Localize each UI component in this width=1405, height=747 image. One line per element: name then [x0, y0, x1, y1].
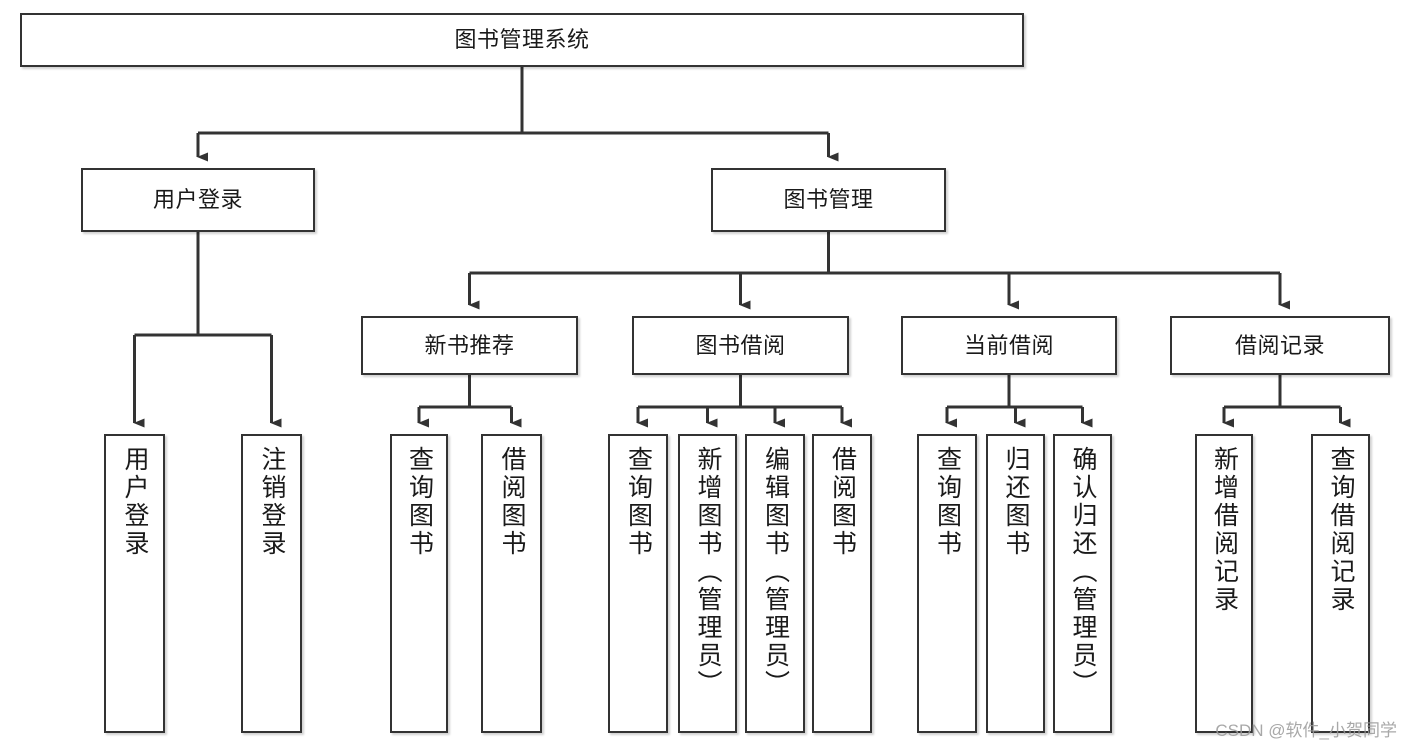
- node-leaf-add-record[interactable]: 新增借阅记录: [1195, 434, 1253, 733]
- node-leaf-add-book[interactable]: 新增图书（管理员）: [678, 434, 737, 733]
- node-label: 新增借阅记录: [1210, 446, 1239, 614]
- node-label: 借阅图书: [498, 446, 526, 558]
- node-leaf-query-book-3[interactable]: 查询图书: [917, 434, 977, 733]
- node-leaf-query-book-2[interactable]: 查询图书: [608, 434, 668, 733]
- node-label: 用户登录: [152, 187, 243, 213]
- node-label: 图书借阅: [695, 332, 786, 358]
- node-leaf-return-book[interactable]: 归还图书: [986, 434, 1045, 733]
- node-root[interactable]: 图书管理系统: [20, 13, 1024, 67]
- node-label: 查询图书: [405, 446, 434, 558]
- node-label: 用户登录: [121, 446, 149, 558]
- node-book-manage[interactable]: 图书管理: [711, 168, 946, 232]
- node-label: 查询图书: [933, 446, 962, 558]
- node-label: 归还图书: [1002, 446, 1030, 558]
- node-label: 借阅图书: [828, 446, 857, 558]
- node-label: 图书管理系统: [454, 27, 590, 53]
- node-label: 新书推荐: [424, 332, 515, 358]
- node-label: 当前借阅: [963, 332, 1054, 358]
- node-label: 图书管理: [783, 187, 874, 213]
- node-label: 注销登录: [258, 446, 286, 558]
- node-label: 确认归还（管理员）: [1069, 446, 1097, 698]
- node-book-borrow[interactable]: 图书借阅: [632, 316, 849, 375]
- node-current-borrow[interactable]: 当前借阅: [901, 316, 1117, 375]
- node-label: 查询图书: [624, 446, 653, 558]
- node-leaf-borrow-book-1[interactable]: 借阅图书: [481, 434, 542, 733]
- node-leaf-edit-book[interactable]: 编辑图书（管理员）: [745, 434, 805, 733]
- node-leaf-borrow-book-2[interactable]: 借阅图书: [812, 434, 872, 733]
- node-leaf-query-record[interactable]: 查询借阅记录: [1311, 434, 1370, 733]
- watermark-label: CSDN @软件_小贺同学: [1215, 721, 1397, 740]
- node-leaf-logout[interactable]: 注销登录: [241, 434, 302, 733]
- node-leaf-confirm-return[interactable]: 确认归还（管理员）: [1053, 434, 1112, 733]
- node-new-book-rec[interactable]: 新书推荐: [361, 316, 578, 375]
- node-leaf-user-login[interactable]: 用户登录: [104, 434, 165, 733]
- node-label: 查询借阅记录: [1327, 446, 1355, 614]
- node-borrow-record[interactable]: 借阅记录: [1170, 316, 1390, 375]
- node-label: 新增图书（管理员）: [694, 446, 722, 698]
- node-user-login[interactable]: 用户登录: [81, 168, 315, 232]
- node-leaf-query-book-1[interactable]: 查询图书: [390, 434, 448, 733]
- node-label: 借阅记录: [1234, 332, 1325, 358]
- node-label: 编辑图书（管理员）: [761, 446, 790, 698]
